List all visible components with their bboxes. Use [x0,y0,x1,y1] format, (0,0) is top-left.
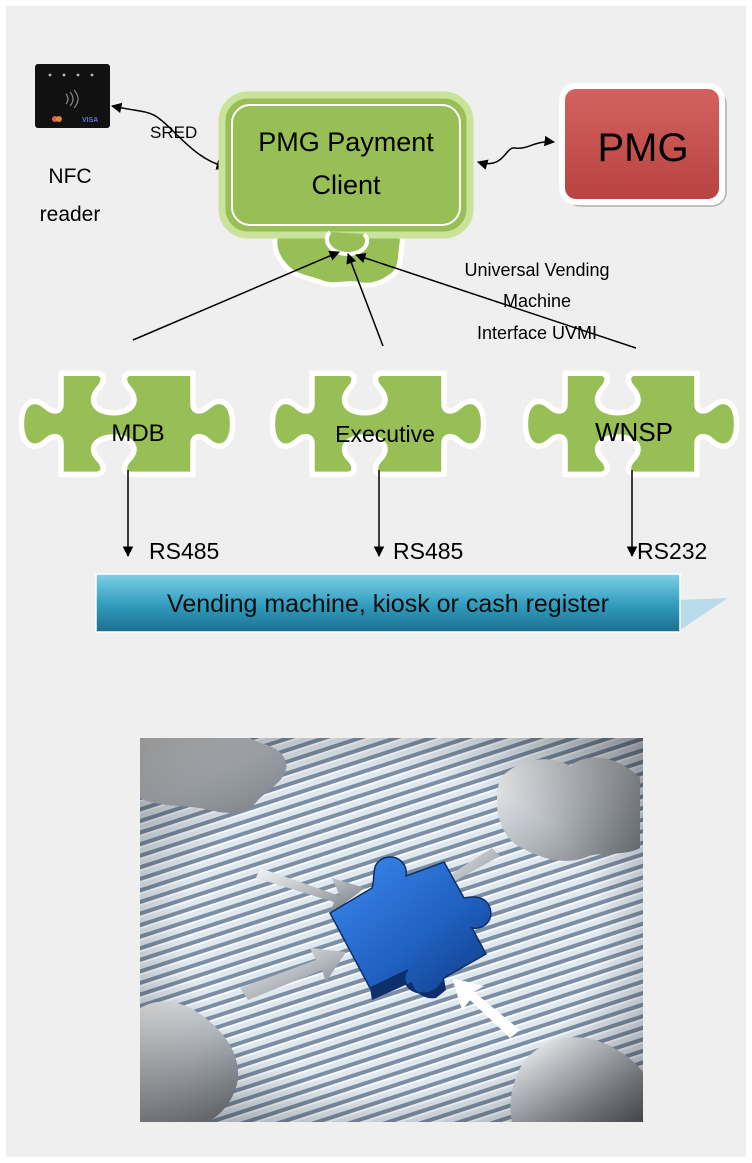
mdb-to-client-arrow [132,250,340,341]
nfc-reader-icon: VISA [35,64,110,128]
target-device-bar [95,573,728,633]
payment-client-piece [218,91,474,288]
target-device-label: Vending machine, kiosk or cash register [167,590,609,618]
nfc-reader-label-line2: reader [40,203,101,226]
sred-label: SRED [150,123,197,142]
executive-port-label: RS485 [393,538,463,564]
payment-client-label-line2: Client [311,170,381,200]
wnsp-to-client-arrow [355,252,637,349]
uvmi-label-line3: Interface UVMI [477,323,597,343]
executive-to-client-arrow [346,253,384,347]
uvmi-label-line2: Machine [503,291,571,311]
pmg-server-box [559,83,727,207]
mdb-port-label: RS485 [149,538,219,564]
architecture-diagram: VISA NFC reader SRED PMG Payment Client … [6,64,746,633]
mdb-label: MDB [111,420,164,447]
wnsp-port-label: RS232 [637,538,707,564]
uvmi-label-line1: Universal Vending [464,260,609,280]
pmg-connector-arrow [476,135,556,170]
payment-client-label-line1: PMG Payment [258,127,434,157]
wnsp-label: WNSP [595,417,673,447]
nfc-reader-label-line1: NFC [48,165,91,188]
puzzle-pieces-photo [140,738,643,1122]
sred-connector-arrow [110,102,228,170]
svg-text:VISA: VISA [82,117,98,124]
executive-label: Executive [335,421,435,447]
pmg-label: PMG [597,126,688,170]
